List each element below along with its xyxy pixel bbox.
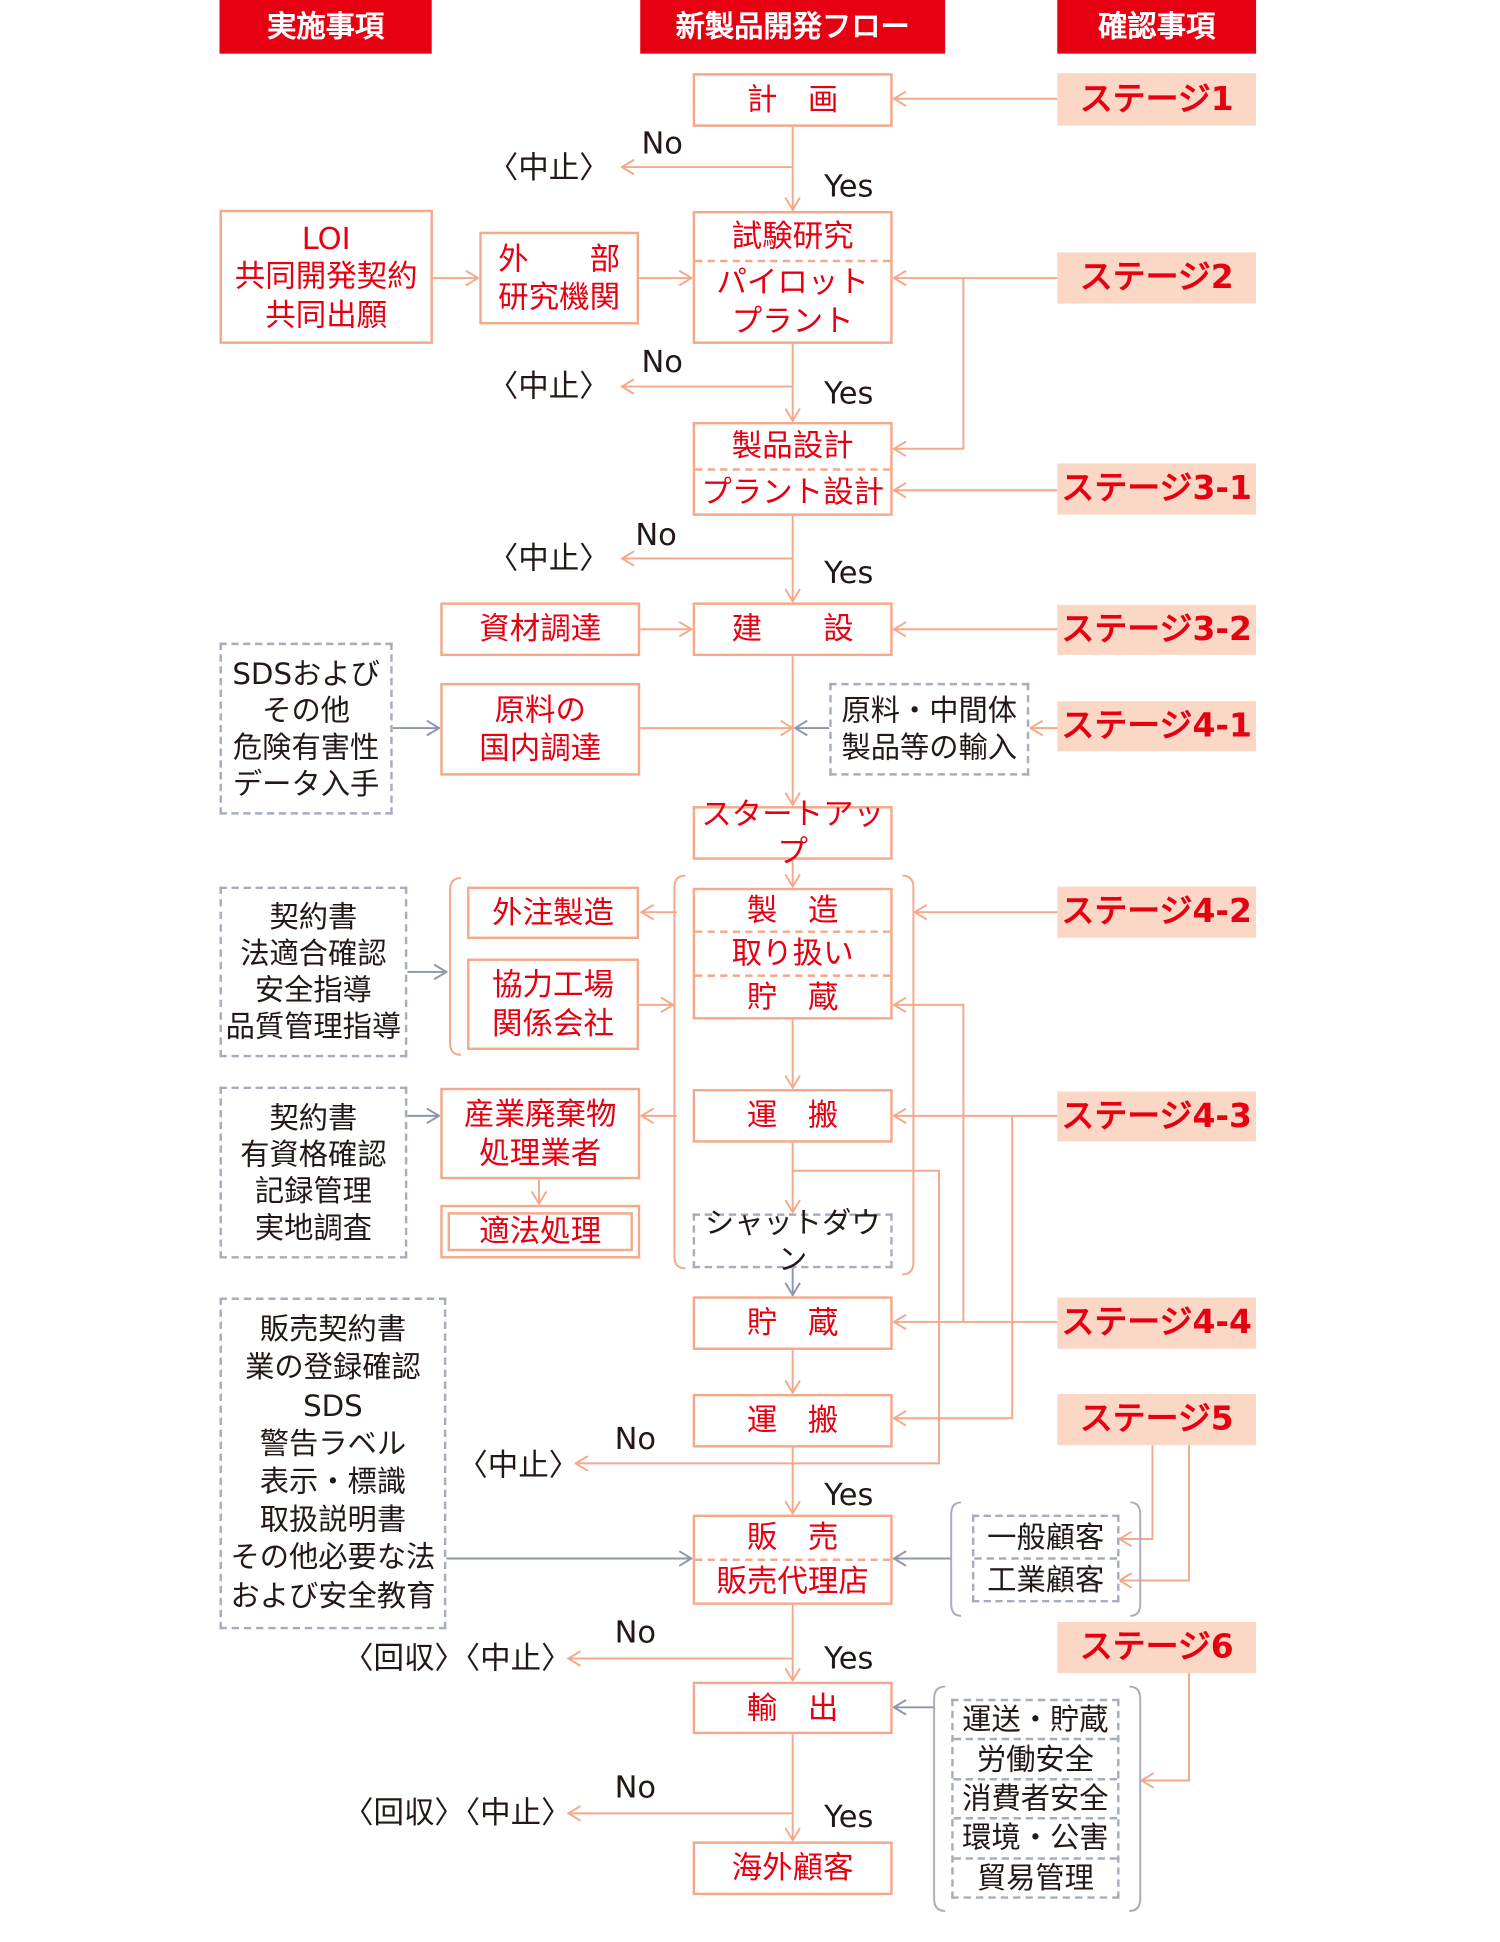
export-item: 消費者安全 [953, 1777, 1118, 1818]
contract-box-1: 契約書 法適合確認 安全指導 品質管理指導 [219, 886, 408, 1058]
flow-manufacture: 製 造 [746, 892, 839, 929]
no-label: No [641, 126, 683, 162]
stage-arrow [1120, 1445, 1154, 1539]
no-label: No [614, 1769, 657, 1806]
flow-construction: 建 設 [692, 602, 893, 657]
no-arrow [576, 1169, 940, 1464]
bracket-left [673, 874, 686, 1270]
flow-plan: 計 画 [692, 73, 893, 127]
flow-startup: スタートアップ [692, 796, 893, 870]
stage-4-1: ステージ4-1 [1057, 701, 1257, 752]
customer-general: 一般顧客 [987, 1520, 1105, 1555]
yes-label: Yes [824, 1477, 874, 1513]
customers-box: 一般顧客 工業顧客 [971, 1514, 1120, 1603]
flow-research-pilot: 試験研究 パイロット プラント [692, 210, 893, 344]
flow-design: 製品設計 プラント設計 [692, 421, 893, 516]
header-flow: 新製品開発フロー [640, 0, 946, 54]
flow-plant-design: プラント設計 [695, 467, 891, 514]
flow-handling: 取り扱い [695, 930, 891, 974]
sds-box: SDSおよび その他 危険有害性 データ入手 [219, 642, 393, 815]
bracket-export [1129, 1685, 1142, 1912]
no-label: No [614, 1421, 657, 1457]
yes-label: Yes [824, 376, 874, 412]
stage-4-4: ステージ4-4 [1057, 1297, 1257, 1349]
yes-label: Yes [824, 1640, 874, 1677]
stage-4-2: ステージ4-2 [1057, 886, 1257, 938]
stop-label: 〈中止〉 [457, 1448, 580, 1484]
bracket-right [902, 874, 915, 1276]
stop-label: 〈中止〉 [487, 540, 610, 577]
flow-research: 試験研究 [731, 218, 854, 255]
import-box: 原料・中間体 製品等の輸入 [829, 682, 1030, 776]
export-item: 貿易管理 [953, 1856, 1118, 1897]
stage-5: ステージ5 [1057, 1393, 1257, 1446]
export-item: 運送・貯蔵 [962, 1702, 1109, 1737]
external-research-box: 外 部 研究機関 [479, 231, 640, 325]
flow-sales-agent: 販売代理店 [695, 1558, 891, 1603]
sales-requirements-box: 販売契約書 業の登録確認 SDS 警告ラベル 表示・標識 取扱説明書 その他必要… [219, 1297, 447, 1630]
bracket-export [933, 1685, 946, 1912]
stage-arrow [1120, 1445, 1190, 1580]
bracket-customers [950, 1501, 962, 1617]
waste-contractor-box: 産業廃棄物 処理業者 [440, 1087, 641, 1180]
export-items-box: 運送・貯蔵 労働安全 消費者安全 環境・公害 貿易管理 [951, 1698, 1120, 1899]
export-item: 環境・公害 [953, 1817, 1118, 1857]
contract-box-2: 契約書 有資格確認 記録管理 実地調査 [219, 1086, 408, 1259]
flow-storage-2: 貯 蔵 [692, 1296, 893, 1350]
proper-disposal-box: 適法処理 [440, 1204, 641, 1259]
stop-label: 〈中止〉 [487, 368, 610, 405]
stage-3-1: ステージ3-1 [1057, 463, 1257, 515]
stage-1: ステージ1 [1057, 73, 1257, 126]
partner-factory-box: 協力工場 関係会社 [467, 958, 640, 1050]
stage-3-2: ステージ3-2 [1057, 604, 1257, 655]
flow-sales-box: 販 売 販売代理店 [692, 1514, 893, 1605]
outsourced-manufacturing-box: 外注製造 [467, 886, 640, 940]
flow-product-design: 製品設計 [731, 428, 854, 464]
materials-procurement-box: 資材調達 [440, 602, 641, 657]
bracket-customers [1130, 1501, 1142, 1617]
domestic-procurement-box: 原料の 国内調達 [440, 682, 641, 776]
no-label: No [641, 344, 683, 380]
customer-industrial: 工業顧客 [974, 1557, 1118, 1600]
stage-arrow [894, 1115, 1014, 1418]
flow-storage: 貯 蔵 [695, 973, 891, 1017]
stage-6: ステージ6 [1057, 1621, 1257, 1674]
yes-label: Yes [824, 555, 874, 591]
stage-4-3: ステージ4-3 [1057, 1091, 1257, 1142]
flow-export: 輸 出 [692, 1681, 893, 1735]
stage-2: ステージ2 [1057, 252, 1257, 304]
stop-label: 〈中止〉 [487, 150, 610, 186]
export-item: 労働安全 [953, 1738, 1118, 1778]
recall-stop-label: 〈回収〉〈中止〉 [342, 1795, 572, 1831]
flow-shutdown: シャットダウン [692, 1205, 893, 1276]
flow-overseas-customers: 海外顧客 [692, 1841, 893, 1896]
no-label: No [635, 517, 677, 553]
flow-transport: 運 搬 [692, 1089, 893, 1143]
flow-sales: 販 売 [746, 1519, 839, 1556]
stage-arrow [894, 1005, 965, 1322]
yes-label: Yes [824, 168, 874, 205]
stage-arrow [1141, 1673, 1190, 1780]
header-checks: 確認事項 [1057, 0, 1257, 54]
flow-operation: 製 造 取り扱い 貯 蔵 [692, 887, 893, 1020]
no-label: No [614, 1615, 657, 1651]
flow-transport-2: 運 搬 [692, 1393, 893, 1448]
stage-arrow [894, 278, 965, 449]
bracket-partners [449, 877, 462, 1056]
flow-pilot-plant: パイロット プラント [695, 259, 891, 342]
yes-label: Yes [824, 1799, 874, 1835]
recall-stop-label: 〈回収〉〈中止〉 [342, 1640, 572, 1677]
header-actions: 実施事項 [219, 0, 432, 54]
loi-box: LOI 共同開発契約 共同出願 [219, 209, 433, 344]
